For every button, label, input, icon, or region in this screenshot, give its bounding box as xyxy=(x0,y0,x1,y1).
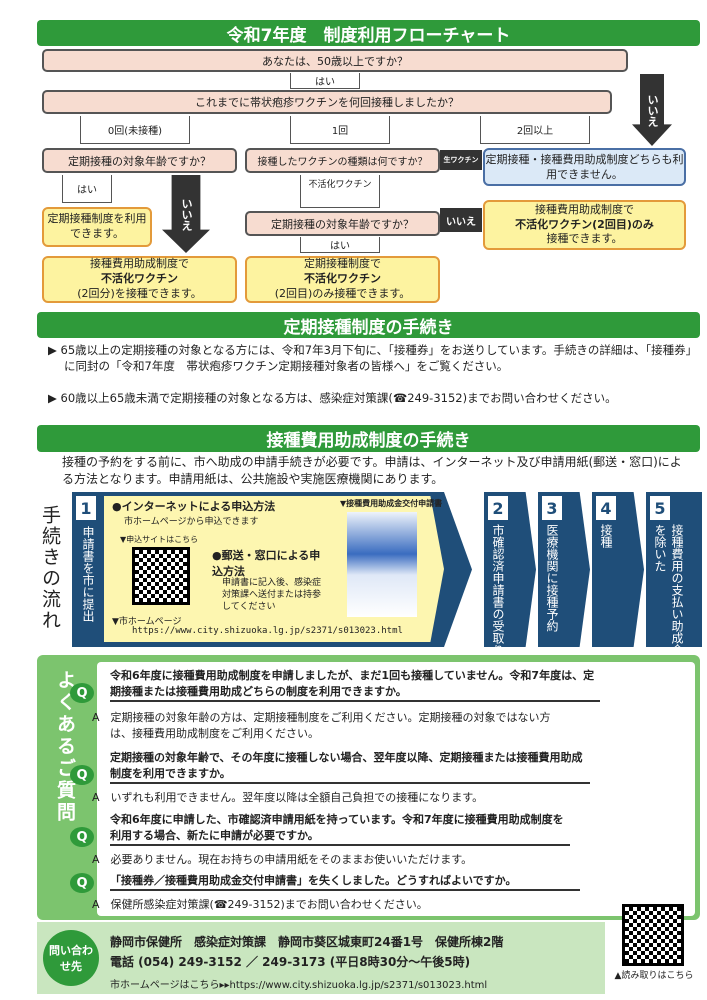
result-teiki-2nd: 定期接種制度で 不活化ワクチン (2回目)のみ接種できます。 xyxy=(245,256,440,303)
mail-method-title: ●郵送・窓口による申込方法 xyxy=(212,549,321,578)
yes-arrow-left: はい xyxy=(62,175,112,203)
result-line: (2回目)のみ接種できます。 xyxy=(274,286,411,300)
yes-arrow-middle: はい xyxy=(300,237,380,253)
contact-url[interactable]: 市ホームページはこちら▸▸https://www.city.shizuoka.l… xyxy=(110,980,488,991)
result-line: 接種費用助成制度で xyxy=(90,257,189,271)
result-line: 不活化ワクチン xyxy=(304,272,381,286)
q-badge: Q xyxy=(70,765,94,785)
question-doses: これまでに帯状疱疹ワクチンを何回接種しましたか？ xyxy=(42,90,612,114)
question-age-50: あなたは、50歳以上ですか？ xyxy=(42,49,628,72)
subsidy-title: 接種費用助成制度の手続き xyxy=(37,425,700,452)
step-3: 3 医療機関に接種予約 xyxy=(538,492,590,647)
branch-2-arrow: 2回以上 xyxy=(480,116,590,144)
teiki-text-2: 60歳以上65歳未満で定期接種の対象となる方は、感染症対策課(☎249-3152… xyxy=(60,391,617,405)
result-line: 定期接種制度で xyxy=(304,257,381,271)
faq-question-4: 「接種券／接種費用助成金交付申請書」を失くしました。どうすればよいですか。 xyxy=(110,873,580,891)
step-4: 4 接種 xyxy=(592,492,644,647)
branch-0-arrow: 0回(未接種) xyxy=(80,116,190,144)
answer-text: 保健所感染症対策課(☎249-3152)までお問い合わせください。 xyxy=(110,898,428,911)
live-vaccine-arrow: 生ワクチン xyxy=(440,150,482,170)
no-arrow-middle: いいえ xyxy=(440,208,482,232)
yes-arrow: はい xyxy=(290,73,360,89)
answer-text: いずれも利用できません。翌年度以降は全額自己負担での接種になります。 xyxy=(110,791,484,804)
step-5: 5 接種費用の支払い助成金額を除いた xyxy=(646,492,702,668)
result-line: 不活化ワクチン xyxy=(101,272,178,286)
faq-question-3: 令和6年度に申請した、市確認済申請用紙を持っています。令和7年度に接種費用助成制… xyxy=(110,812,570,846)
form-thumbnail xyxy=(347,512,417,617)
step-label: 医療機関に接種予約 xyxy=(545,524,559,632)
result-line: (2回分)を接種できます。 xyxy=(77,286,202,300)
teiki-bullet-1: ▶ 65歳以上の定期接種の対象となる方には、令和7年3月下旬に、「接種券」をお送… xyxy=(48,343,692,374)
subsidy-intro: 接種の予約をする前に、市へ助成の申請手続きが必要です。申請は、インターネット及び… xyxy=(62,455,682,486)
answer-text: 必要ありません。現在お持ちの申請用紙をそのままお使いいただけます。 xyxy=(110,853,473,866)
form-label: ▼接種費用助成金交付申請書 xyxy=(340,499,443,508)
result-line: 接種費用助成制度で xyxy=(535,202,634,216)
question-vaccine-type: 接種したワクチンの種類は何ですか？ xyxy=(245,148,440,173)
step-label: 市確認済申請書の受取り xyxy=(491,524,505,656)
faq-label: よくあるご質問 xyxy=(54,670,76,824)
result-line: 接種できます。 xyxy=(546,232,623,246)
q-badge: Q xyxy=(70,683,94,703)
mail-method-desc: 申請書に記入後、感染症対策課へ送付または持参してください xyxy=(222,578,322,613)
teiki-text-1: 65歳以上の定期接種の対象となる方には、令和7年3月下旬に、「接種券」をお送りし… xyxy=(60,343,692,374)
qr-label: ▼申込サイトはこちら xyxy=(120,535,199,544)
flowchart-title: 令和7年度 制度利用フローチャート xyxy=(37,20,700,46)
internet-method-title: ●インターネットによる申込方法 xyxy=(112,500,276,513)
faq-answer-1: A 定期接種の対象年齢の方は、定期接種制度をご利用ください。定期接種の対象ではな… xyxy=(92,711,551,740)
step-label: 接種 xyxy=(599,524,613,548)
result-line: 不活化ワクチン(2回目)のみ xyxy=(515,217,654,231)
question-target-age: 定期接種の対象年齢ですか？ xyxy=(42,148,237,173)
no-arrow: いいえ xyxy=(632,74,672,146)
result-subsidy-2nd: 接種費用助成制度で 不活化ワクチン(2回目)のみ 接種できます。 xyxy=(483,200,686,250)
inactivated-arrow: 不活化ワクチン xyxy=(300,175,380,208)
teiki-title: 定期接種制度の手続き xyxy=(37,312,700,338)
result-subsidy-2doses: 接種費用助成制度で 不活化ワクチン (2回分)を接種できます。 xyxy=(42,256,237,303)
answer-text: 定期接種の対象年齢の方は、定期接種制度をご利用ください。定期接種の対象ではない方… xyxy=(110,711,551,740)
step-number: 5 xyxy=(650,496,670,520)
contact-qr-code[interactable] xyxy=(622,904,684,966)
step-label: 申請書を市に提出 xyxy=(81,526,95,622)
step-number: 3 xyxy=(542,496,562,520)
step-number: 1 xyxy=(76,496,96,520)
q-badge: Q xyxy=(70,873,94,893)
no-arrow-left: いいえ xyxy=(162,175,210,253)
q-badge: Q xyxy=(70,827,94,847)
question-target-age-2: 定期接種の対象年齢ですか？ xyxy=(245,211,440,236)
faq-question-1: 令和6年度に接種費用助成制度を申請しましたが、まだ1回も接種していません。令和7… xyxy=(110,668,600,702)
result-none: 定期接種・接種費用助成制度どちらも利用できません。 xyxy=(483,148,686,186)
qr-code[interactable] xyxy=(132,547,190,605)
faq-answer-4: A 保健所感染症対策課(☎249-3152)までお問い合わせください。 xyxy=(92,898,428,911)
internet-method-desc: 市ホームページから申込できます xyxy=(124,517,259,527)
step-label: 接種費用の支払い助成金額を除いた xyxy=(653,524,684,668)
teiki-bullet-2: ▶ 60歳以上65歳未満で定期接種の対象となる方は、感染症対策課(☎249-31… xyxy=(48,391,617,405)
contact-address: 静岡市保健所 感染症対策課 静岡市葵区城東町24番1号 保健所棟2階 xyxy=(110,935,504,949)
result-teiki: 定期接種制度を利用できます。 xyxy=(42,207,152,247)
homepage-url[interactable]: https://www.city.shizuoka.lg.jp/s2371/s0… xyxy=(132,626,403,636)
branch-1-arrow: 1回 xyxy=(290,116,390,144)
flow-label: 手続きの流れ xyxy=(39,505,61,631)
contact-panel xyxy=(37,922,605,994)
faq-answer-2: A いずれも利用できません。翌年度以降は全額自己負担での接種になります。 xyxy=(92,791,484,804)
step-1: 1 申請書を市に提出 ●インターネットによる申込方法 市ホームページから申込でき… xyxy=(72,492,472,647)
contact-label: 問い合わせ先 xyxy=(43,930,99,986)
faq-answer-3: A 必要ありません。現在お持ちの申請用紙をそのままお使いいただけます。 xyxy=(92,853,473,866)
contact-qr-label: ▲読み取りはこちら xyxy=(614,971,694,981)
homepage-label: ▼市ホームページ xyxy=(112,617,182,627)
contact-phone: 電話 (054) 249-3152 ／ 249-3173 (平日8時30分～午後… xyxy=(110,955,471,969)
faq-question-2: 定期接種の対象年齢で、その年度に接種しない場合、翌年度以降、定期接種または接種費… xyxy=(110,750,590,784)
step-number: 4 xyxy=(596,496,616,520)
step-number: 2 xyxy=(488,496,508,520)
